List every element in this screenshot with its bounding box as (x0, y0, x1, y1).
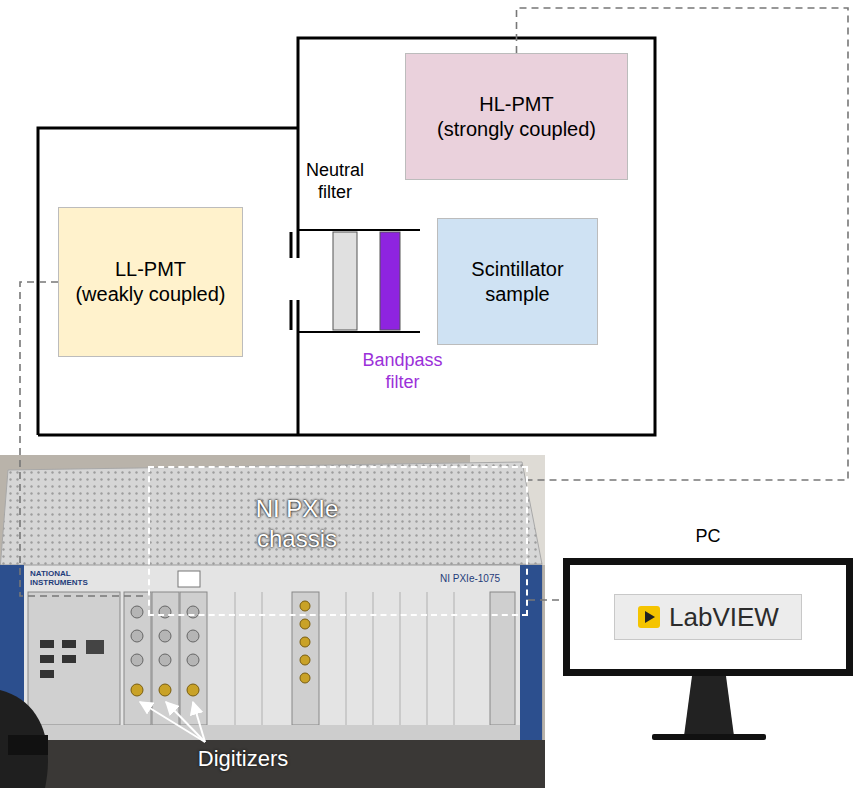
cable-plug (8, 735, 48, 755)
icon-arrow (645, 611, 655, 623)
sma-connector (159, 684, 171, 696)
text-slot: NI PXIe chassis (242, 494, 352, 554)
digitizer-pointers (140, 702, 205, 742)
part-label: Digitizers (178, 746, 308, 772)
usb-port (40, 670, 54, 678)
photo-background (0, 455, 545, 788)
icon-ground (638, 606, 660, 628)
cable (0, 690, 48, 788)
labview-icon (637, 605, 661, 629)
sma-connector (300, 637, 310, 647)
usb-port (40, 640, 54, 648)
node-text: (weakly coupled) (75, 283, 225, 305)
node-content: Scintillator sample (438, 257, 597, 307)
pointer-arrow (166, 702, 205, 742)
enclosure (38, 38, 655, 435)
filter-holder (298, 230, 420, 332)
bnc-connector (187, 606, 199, 618)
floor-shadow (0, 740, 545, 788)
monitor-neck (684, 676, 734, 736)
sma-connector (300, 601, 310, 611)
sma-connectors (300, 601, 310, 683)
node-text: LabVIEW (669, 601, 779, 634)
node-content: LL-PMT (weakly coupled) (75, 257, 225, 307)
sma-connector (300, 619, 310, 629)
text-slot: Scintillator sample (438, 257, 597, 307)
text-slot: LL-PMT (115, 257, 186, 282)
bnc-connector (159, 654, 171, 666)
sma-connector (300, 619, 310, 629)
bnc-connector (159, 630, 171, 642)
pointer-arrow (193, 702, 205, 742)
node-content: PCLabVIEW (614, 594, 802, 641)
text-slot: (weakly coupled) (75, 282, 225, 307)
bnc-connector (131, 630, 143, 642)
chassis-photo (0, 455, 545, 788)
blank-panel-lines (235, 592, 454, 725)
monitor-base (652, 734, 766, 740)
aperture-wall (290, 232, 293, 330)
monitor-stand (652, 676, 766, 740)
enclosure-wall (38, 38, 655, 435)
qr-sticker (178, 571, 200, 587)
chassis-top (0, 462, 542, 570)
timing-module (292, 592, 319, 725)
pmt-box: HL-PMT (strongly coupled) (405, 53, 628, 180)
usb-port (62, 640, 76, 648)
sma-connector (300, 637, 310, 647)
chassis-side (520, 565, 542, 740)
node-text: LL-PMT (115, 258, 186, 280)
sample-box: Scintillator sample (437, 218, 598, 345)
node-text: PC (695, 526, 720, 546)
sma-connector (131, 684, 143, 696)
chassis-bottom-strip (24, 725, 520, 740)
bandpass-filter (380, 232, 400, 330)
sma-connector (300, 655, 310, 665)
usb-port (62, 655, 76, 663)
node-text: Scintillator sample (471, 258, 563, 305)
model-label: NI PXIe-1075 (440, 573, 520, 585)
pmt-box: LL-PMT (weakly coupled) (58, 207, 243, 357)
node-content: HL-PMT (strongly coupled) (437, 92, 596, 142)
digitizer-module (124, 592, 151, 725)
enclosure-wall (297, 300, 300, 435)
node-text: HL-PMT (479, 93, 553, 115)
controller-module (28, 592, 120, 725)
sma-connector (300, 601, 310, 611)
chassis-front (0, 565, 542, 740)
filter-label: Neutral filter (300, 160, 370, 203)
pointer-arrow (140, 702, 205, 742)
signal-cable (528, 599, 563, 601)
node-text: (strongly coupled) (437, 118, 596, 140)
chassis-perforation (0, 462, 542, 570)
bnc-connector (131, 606, 143, 618)
text-slot: HL-PMT (479, 92, 553, 117)
text-slot: PC (570, 525, 846, 548)
neutral-filter (333, 232, 357, 330)
usb-port (40, 655, 54, 663)
enclosure-wall (38, 128, 298, 435)
brand-label: NATIONAL INSTRUMENTS (30, 569, 102, 587)
bnc-connector (159, 606, 171, 618)
sma-connector (300, 655, 310, 665)
text-slot: (strongly coupled) (437, 117, 596, 142)
node-content: NI PXIe chassis (242, 494, 352, 554)
sma-connector (300, 673, 310, 683)
side-module (490, 592, 515, 725)
bnc-connector (131, 654, 143, 666)
monitor-screen: PCLabVIEW (563, 558, 853, 676)
sma-connector (300, 673, 310, 683)
text-slot: LabVIEW (614, 594, 802, 641)
sma-connector (187, 684, 199, 696)
bnc-connector (187, 630, 199, 642)
bnc-connector (187, 654, 199, 666)
filter-label: Bandpass filter (350, 350, 455, 393)
chassis-outline: NI PXIe chassis (148, 466, 528, 616)
digitizer-module (152, 592, 179, 725)
node-text: NI PXIe chassis (256, 495, 339, 552)
ethernet-port (86, 640, 104, 654)
